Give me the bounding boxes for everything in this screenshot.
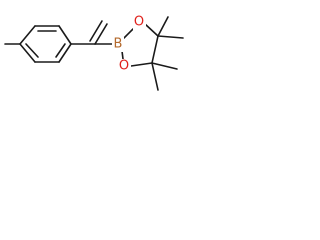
pinacol-ring — [121, 23, 159, 67]
bond-ring-3 — [58, 25, 72, 45]
atom-oxygen-bottom: O — [118, 59, 131, 74]
benzene-ring — [19, 25, 72, 63]
bond-vinyl-ch2 — [94, 23, 108, 45]
atom-oxygen-top: O — [133, 15, 146, 30]
bond-boron-oxygen-bottom — [121, 50, 124, 60]
molecule-structure: B O O — [4, 15, 184, 91]
bond-ring-inner-2 — [55, 43, 66, 58]
atom-boron: B — [112, 37, 124, 52]
bond-methyl-top-2 — [157, 35, 184, 39]
oxygen-bottom-label: O — [119, 59, 129, 74]
bond-methyl-bottom-1 — [151, 62, 178, 70]
bond-ring-1 — [19, 25, 36, 45]
bond-methyl-top-1 — [157, 16, 169, 37]
pinacol-methyls — [151, 16, 184, 91]
bond-ring-6 — [19, 43, 36, 63]
bond-oxygen-top-carbon — [144, 23, 159, 37]
bond-carbon-oxygen-bottom — [130, 62, 153, 67]
oxygen-top-label: O — [134, 15, 144, 30]
bond-ring-inner-3 — [25, 43, 39, 58]
bond-ring-4 — [58, 43, 72, 63]
bond-boron-oxygen-top — [123, 28, 134, 39]
bond-vinyl-ch2-double — [89, 20, 103, 42]
bond-carbon-carbon — [151, 35, 159, 64]
bond-methyl-bottom-2 — [151, 62, 159, 91]
boron-label: B — [114, 37, 123, 52]
structure-canvas: B O O — [0, 0, 191, 100]
